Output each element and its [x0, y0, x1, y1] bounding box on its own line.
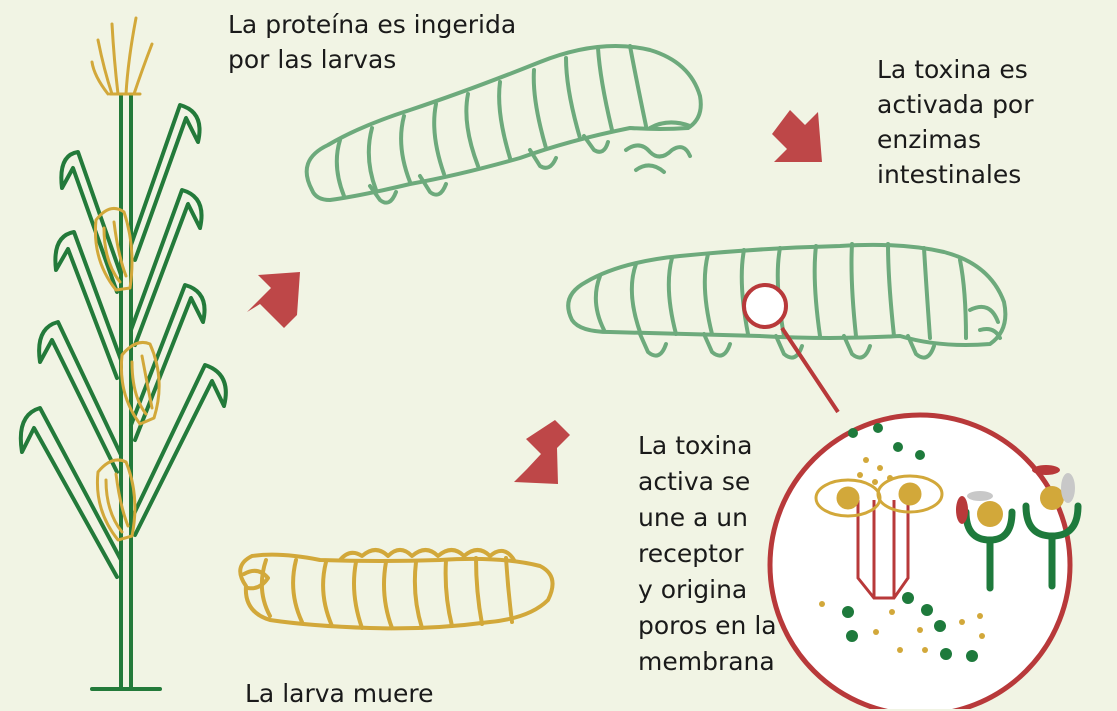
label-ingested: La proteína es ingerida por las larvas [228, 7, 516, 77]
label-larva-dies: La larva muere [245, 676, 434, 711]
label-binds-receptor: La toxina activa se une a un receptor y … [638, 428, 777, 680]
label-activated: La toxina es activada por enzimas intest… [877, 52, 1034, 192]
arrow-to-death [514, 420, 570, 484]
arrow-to-ingestion [247, 272, 300, 328]
arrow-to-activation [772, 110, 822, 162]
larva-dead-icon [240, 550, 552, 628]
